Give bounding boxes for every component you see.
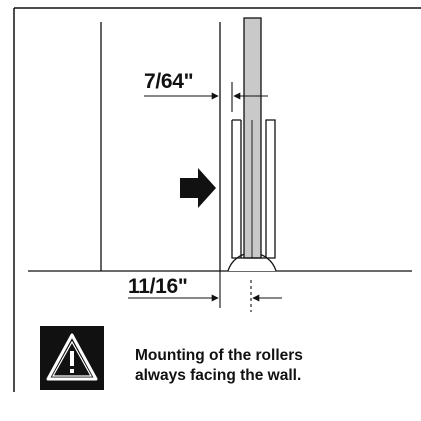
warning-triangle-icon	[46, 333, 98, 381]
frame-border	[13, 7, 421, 392]
wall-lines	[100, 22, 221, 271]
dimension-label-offset: 11/16"	[128, 275, 188, 298]
dimension-label-gap: 7/64"	[144, 70, 194, 93]
dimension-bottom-lines	[128, 271, 282, 312]
dimension-top-lines	[144, 82, 268, 112]
warning-note-line2: always facing the wall.	[135, 367, 302, 384]
profile-channel	[231, 119, 276, 259]
warning-badge	[40, 326, 104, 390]
direction-arrow-icon	[180, 168, 216, 208]
warning-note: Mounting of the rollers always facing th…	[135, 346, 303, 386]
glass-panel	[243, 17, 262, 259]
warning-note-line1: Mounting of the rollers	[135, 347, 303, 364]
